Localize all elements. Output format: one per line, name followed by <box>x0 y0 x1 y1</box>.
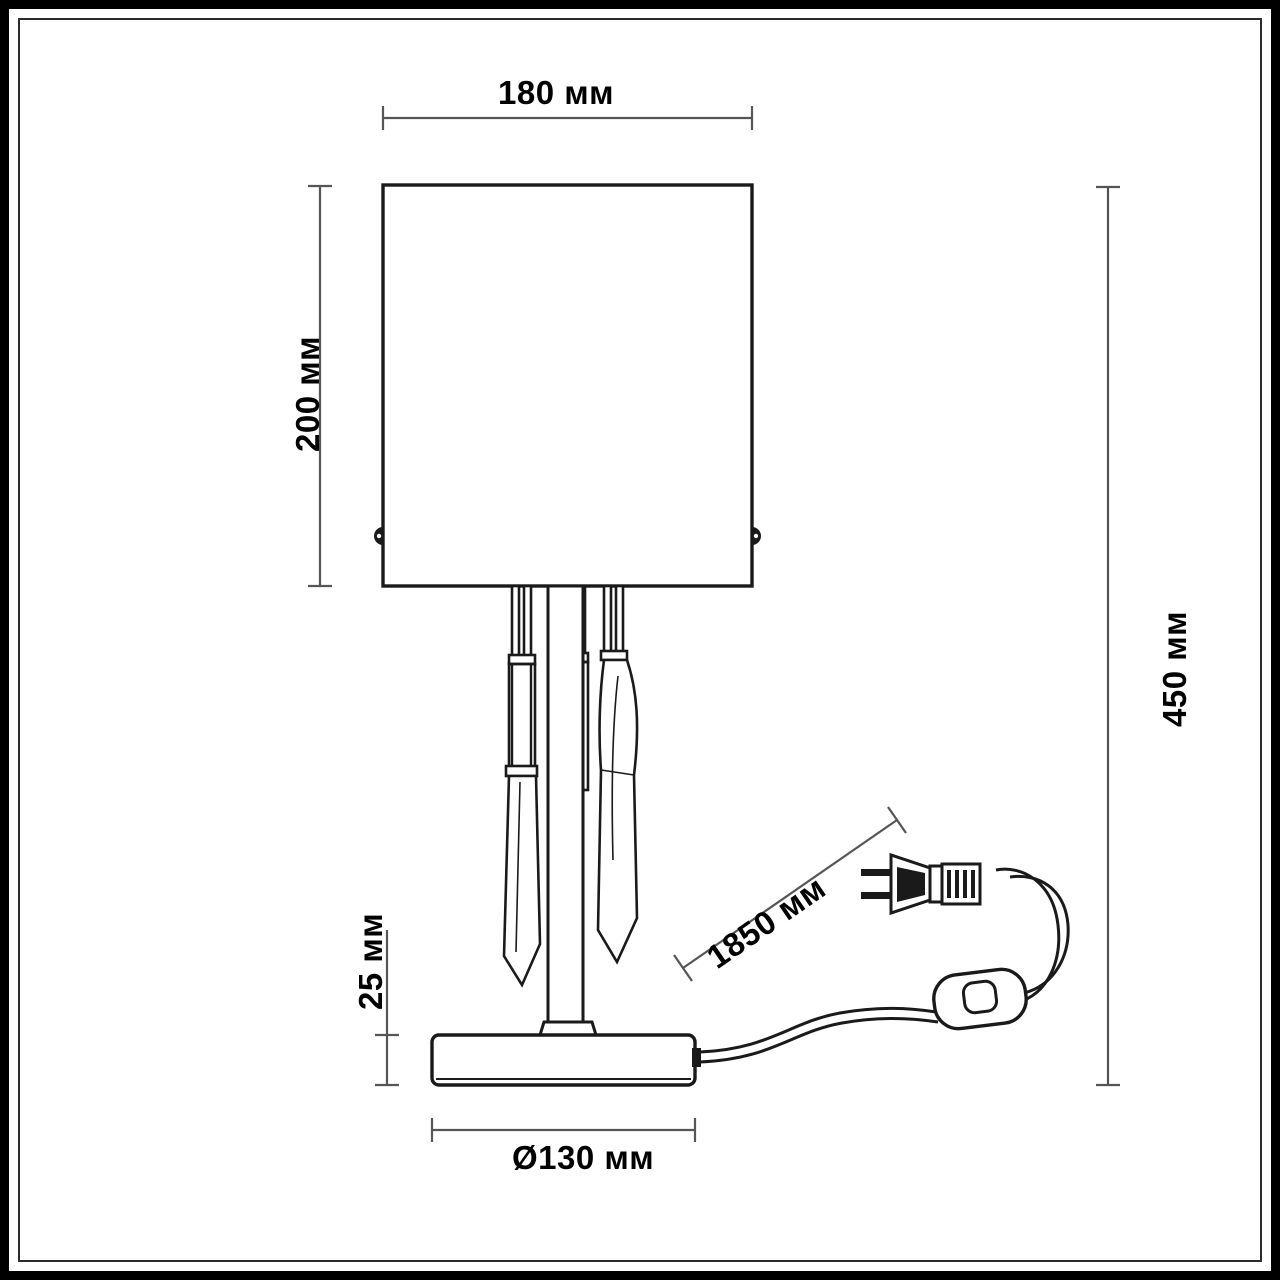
cord-grommet <box>692 1048 701 1067</box>
dimension-200-shade-height <box>308 184 332 588</box>
crystal-strand-left <box>502 584 542 988</box>
lamp-shade <box>374 183 761 588</box>
crystal-strand-right <box>596 584 639 965</box>
plug-prong-lower <box>861 892 899 899</box>
inner-border <box>18 18 1262 1262</box>
stem-collar <box>537 1020 599 1037</box>
power-plug <box>861 852 982 916</box>
dimension-130-base-diameter <box>430 1118 697 1142</box>
dimension-450-total-height <box>1096 185 1120 1087</box>
dimension-1850-cord-length <box>673 806 907 982</box>
plug-prong-upper <box>861 869 899 876</box>
dimension-label-shade-height: 200 мм <box>289 335 326 452</box>
switch-rocker-button <box>961 979 999 1015</box>
dimension-25-base-height <box>375 930 399 1087</box>
dimension-label-total-height: 450 мм <box>1156 610 1193 727</box>
dimension-label-base-diameter: Ø130 мм <box>512 1139 655 1176</box>
dimension-label-shade-width: 180 мм <box>498 74 615 111</box>
dimension-lines <box>308 106 1120 1142</box>
lamp-base <box>430 1033 701 1087</box>
power-cord <box>699 867 1070 1064</box>
inline-switch[interactable] <box>931 967 1029 1032</box>
dimension-label-base-height: 25 мм <box>352 912 389 1010</box>
dimension-180-width <box>381 106 754 130</box>
